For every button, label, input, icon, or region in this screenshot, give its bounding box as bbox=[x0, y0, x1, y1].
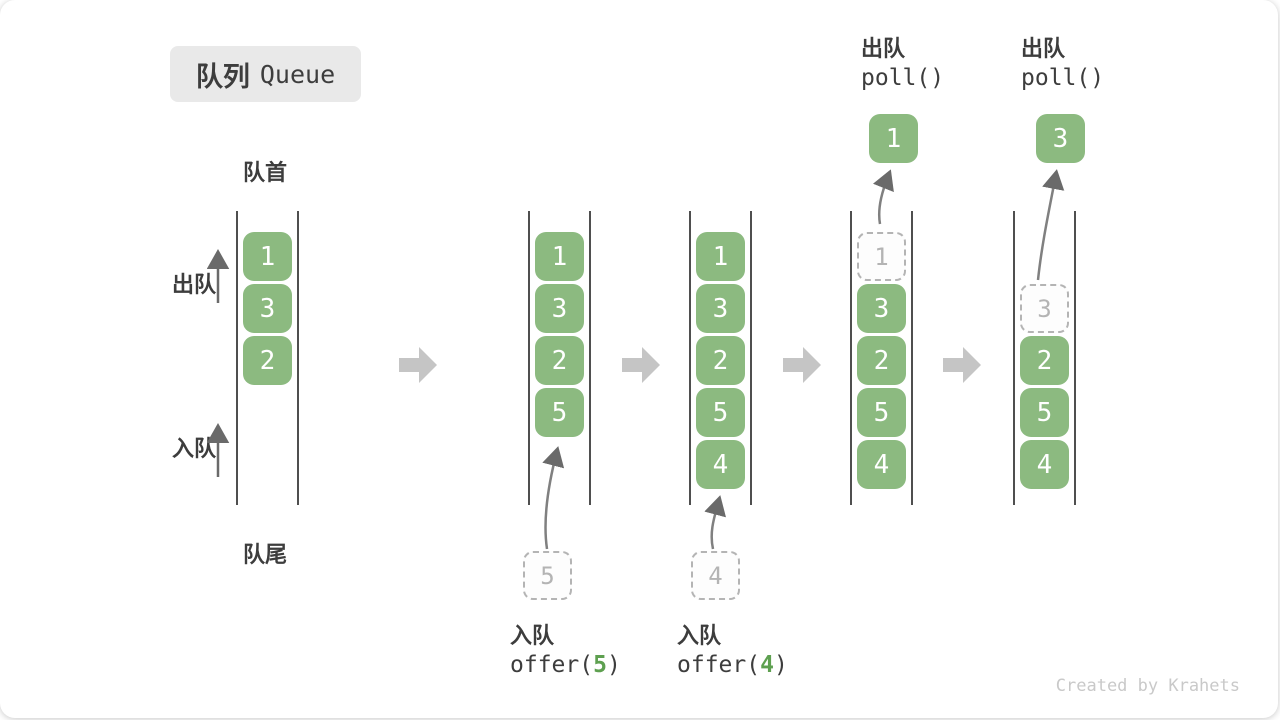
channel-line bbox=[236, 211, 238, 505]
channel-line bbox=[1013, 211, 1015, 505]
title-zh: 队列 bbox=[195, 61, 250, 92]
next-state-arrow bbox=[399, 347, 437, 383]
next-state-arrow bbox=[622, 347, 660, 383]
title-en: Queue bbox=[259, 59, 336, 89]
popped-value-cell: 1 bbox=[869, 114, 918, 163]
enqueue-motion-arrow bbox=[542, 446, 565, 550]
queue-cell: 5 bbox=[857, 388, 906, 437]
code-fn: offer( bbox=[677, 652, 761, 678]
dequeue-side-label: 出队 bbox=[172, 272, 217, 297]
channel-line bbox=[1074, 211, 1076, 505]
dequeue-motion-arrow bbox=[1036, 169, 1065, 281]
queue-rear-label: 队尾 bbox=[243, 542, 288, 567]
queue-cell: 5 bbox=[696, 388, 745, 437]
queue-front-label: 队首 bbox=[243, 160, 288, 185]
next-state-arrow bbox=[943, 347, 981, 383]
queue-cell: 3 bbox=[243, 284, 292, 333]
dequeue-op-code: poll() bbox=[861, 65, 945, 91]
enqueue-op-label: 入队 bbox=[677, 623, 722, 648]
queue-cell: 4 bbox=[857, 440, 906, 489]
queue-cell: 3 bbox=[696, 284, 745, 333]
queue-cell: 2 bbox=[857, 336, 906, 385]
popped-value-cell: 3 bbox=[1036, 114, 1085, 163]
code-close: ) bbox=[606, 652, 621, 678]
channel-line bbox=[528, 211, 530, 505]
staged-value-box: 4 bbox=[691, 551, 740, 600]
queue-cell: 1 bbox=[535, 232, 584, 281]
queue-cell: 1 bbox=[243, 232, 292, 281]
queue-cell: 3 bbox=[857, 284, 906, 333]
code-arg: 4 bbox=[760, 652, 774, 678]
dequeue-motion-arrow bbox=[872, 169, 894, 225]
queue-cell: 2 bbox=[696, 336, 745, 385]
staged-value-box: 5 bbox=[523, 551, 572, 600]
title-badge: 队列 Queue bbox=[170, 46, 361, 102]
queue-cell: 3 bbox=[535, 284, 584, 333]
enqueue-side-label: 入队 bbox=[172, 436, 217, 461]
watermark: Created by Krahets bbox=[1055, 676, 1240, 696]
removed-value-ghost: 1 bbox=[857, 232, 906, 281]
enqueue-op-code: offer(4) bbox=[677, 652, 788, 678]
channel-line bbox=[750, 211, 752, 505]
dequeue-op-code: poll() bbox=[1021, 65, 1105, 91]
queue-cell: 5 bbox=[1020, 388, 1069, 437]
code-close: ) bbox=[773, 652, 788, 678]
code-fn: offer( bbox=[510, 652, 594, 678]
channel-line bbox=[911, 211, 913, 505]
next-state-arrow bbox=[783, 347, 821, 383]
queue-cell: 1 bbox=[696, 232, 745, 281]
channel-line bbox=[850, 211, 852, 505]
dequeue-op-label: 出队 bbox=[861, 36, 906, 61]
queue-cell: 2 bbox=[1020, 336, 1069, 385]
channel-line bbox=[297, 211, 299, 505]
removed-value-ghost: 3 bbox=[1020, 284, 1069, 333]
channel-line bbox=[689, 211, 691, 505]
dequeue-op-label: 出队 bbox=[1021, 36, 1066, 61]
queue-cell: 2 bbox=[535, 336, 584, 385]
channel-line bbox=[589, 211, 591, 505]
queue-cell: 4 bbox=[1020, 440, 1069, 489]
code-arg: 5 bbox=[593, 652, 607, 678]
queue-cell: 4 bbox=[696, 440, 745, 489]
enqueue-op-label: 入队 bbox=[510, 623, 555, 648]
enqueue-op-code: offer(5) bbox=[510, 652, 621, 678]
queue-cell: 5 bbox=[535, 388, 584, 437]
enqueue-motion-arrow bbox=[704, 495, 727, 550]
queue-cell: 2 bbox=[243, 336, 292, 385]
